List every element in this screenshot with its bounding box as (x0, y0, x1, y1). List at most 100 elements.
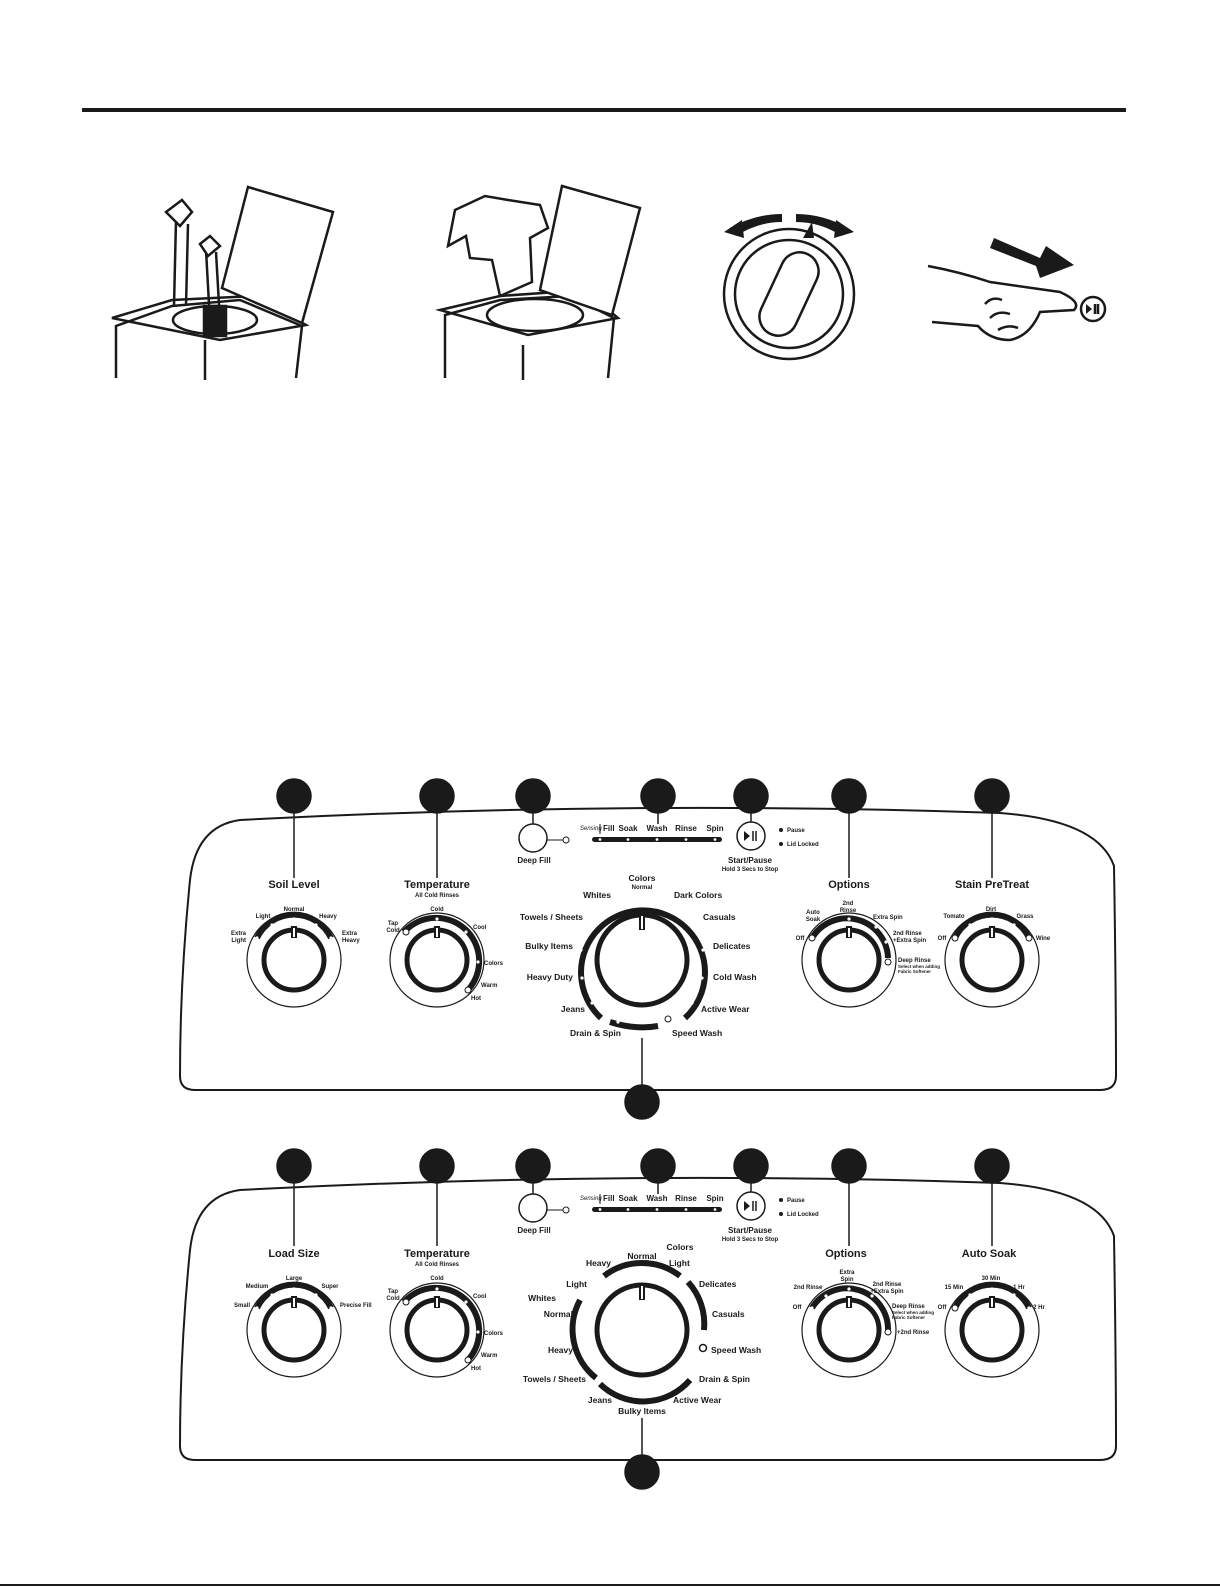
svg-text:2 Hr: 2 Hr (1033, 1305, 1045, 1311)
svg-text:Heavy: Heavy (319, 914, 337, 920)
svg-text:Heavy: Heavy (548, 1345, 573, 1355)
start-pause-button[interactable] (736, 821, 766, 851)
svg-text:Heavy Duty: Heavy Duty (527, 972, 574, 982)
deep-fill-button[interactable] (518, 823, 548, 853)
turn-cycle-knob-illustration (722, 214, 856, 361)
svg-text:Cold: Cold (430, 1276, 444, 1282)
start-pause-button[interactable] (736, 1191, 766, 1221)
pause-indicator: Pause (787, 828, 805, 834)
svg-text:Jeans: Jeans (561, 1004, 585, 1014)
header-rule (82, 108, 1126, 112)
svg-text:Drain & Spin: Drain & Spin (699, 1374, 750, 1384)
svg-text:Light: Light (256, 914, 271, 920)
svg-text:Spin: Spin (706, 1194, 723, 1203)
load-size-knob[interactable] (246, 1281, 342, 1378)
svg-text:Fabric Softener: Fabric Softener (892, 1315, 925, 1320)
svg-text:Cool: Cool (473, 1294, 487, 1300)
cycle-colors-group: Colors (667, 1242, 694, 1252)
control-panel-2: Deep Fill Sensing Fill Soak Wash Rinse S… (178, 1148, 1118, 1490)
options-knob[interactable] (801, 912, 897, 1008)
svg-text:Hot: Hot (471, 996, 481, 1002)
callout-1 (276, 778, 312, 814)
press-start-illustration (927, 238, 1107, 342)
svg-text:Colors: Colors (484, 961, 504, 967)
sensing-label: Sensing (580, 826, 602, 832)
deep-fill-label: Deep Fill (517, 856, 550, 865)
cycle-whites-group: Whites (528, 1293, 556, 1303)
deep-fill-button[interactable] (518, 1193, 548, 1223)
svg-text:Options: Options (825, 1248, 867, 1260)
status-spin: Spin (706, 824, 723, 833)
stain-pretreat-title: Stain PreTreat (955, 879, 1029, 891)
stain-pretreat-knob[interactable] (944, 911, 1040, 1008)
svg-text:1 Hr: 1 Hr (1013, 1285, 1025, 1291)
svg-text:All Cold Rinses: All Cold Rinses (415, 1262, 460, 1268)
svg-text:Speed Wash: Speed Wash (711, 1345, 761, 1355)
cycle-selector-knob[interactable] (578, 896, 708, 1031)
start-pause-sub: Hold 3 Secs to Stop (722, 867, 779, 873)
svg-text:Casuals: Casuals (712, 1309, 745, 1319)
svg-text:Hot: Hot (471, 1366, 481, 1372)
svg-text:Cold: Cold (386, 928, 400, 934)
svg-text:+Extra Spin: +Extra Spin (870, 1289, 904, 1295)
svg-text:Normal: Normal (544, 1309, 573, 1319)
svg-text:Normal: Normal (632, 885, 653, 891)
svg-text:Tap: Tap (388, 1289, 399, 1295)
svg-text:Select when adding: Select when adding (892, 1310, 934, 1315)
svg-text:Spin: Spin (841, 1277, 854, 1283)
svg-text:Lid Locked: Lid Locked (787, 1212, 819, 1218)
status-fill: Fill (603, 824, 615, 833)
svg-text:30 Min: 30 Min (982, 1276, 1001, 1282)
svg-text:Cold: Cold (430, 907, 444, 913)
svg-text:Tap: Tap (388, 921, 399, 927)
svg-text:Deep Rinse: Deep Rinse (898, 958, 931, 964)
callout-3 (515, 778, 551, 814)
callout-5 (733, 778, 769, 814)
callout-8 (624, 1084, 660, 1120)
soil-level-knob[interactable] (246, 911, 342, 1008)
auto-soak-knob[interactable] (944, 1281, 1040, 1378)
cycle-selector-knob[interactable] (569, 1260, 708, 1405)
temperature-subtitle: All Cold Rinses (415, 893, 460, 899)
callout-4 (640, 778, 676, 814)
start-pause-label: Start/Pause (728, 856, 773, 865)
svg-text:Rinse: Rinse (840, 908, 857, 914)
temperature-knob[interactable] (389, 1282, 485, 1378)
svg-text:Speed Wash: Speed Wash (672, 1028, 722, 1038)
svg-text:Sensing: Sensing (580, 1196, 602, 1202)
options-knob[interactable] (801, 1282, 897, 1378)
lid-locked-indicator: Lid Locked (787, 842, 819, 848)
temperature-knob[interactable] (389, 912, 485, 1008)
svg-text:Soak: Soak (806, 917, 821, 923)
svg-text:Normal: Normal (627, 1251, 656, 1261)
control-panel-1: Deep Fill Sensing Fill Soak Wash Rinse S… (178, 778, 1118, 1120)
svg-text:Jeans: Jeans (588, 1395, 612, 1405)
auto-soak-title: Auto Soak (962, 1248, 1017, 1260)
svg-text:Cold: Cold (386, 1296, 400, 1302)
add-clothes-illustration (435, 184, 642, 380)
svg-text:Medium: Medium (246, 1284, 269, 1290)
svg-text:2nd Rinse: 2nd Rinse (893, 931, 922, 937)
svg-text:Wash: Wash (646, 1194, 667, 1203)
svg-text:Bulky Items: Bulky Items (618, 1406, 666, 1416)
svg-text:Delicates: Delicates (713, 941, 751, 951)
svg-text:Rinse: Rinse (675, 1194, 697, 1203)
status-rinse: Rinse (675, 824, 697, 833)
svg-text:Temperature: Temperature (404, 1248, 470, 1260)
svg-text:Super: Super (321, 1284, 339, 1290)
svg-text:Bulky Items: Bulky Items (525, 941, 573, 951)
svg-text:Extra: Extra (231, 931, 247, 937)
svg-text:Warm: Warm (481, 1353, 497, 1359)
svg-text:Whites: Whites (583, 890, 611, 900)
svg-text:Off: Off (796, 936, 806, 942)
callout-markers (276, 1148, 1010, 1490)
footer-rule (0, 1584, 1220, 1586)
svg-text:Active Wear: Active Wear (701, 1004, 750, 1014)
svg-text:Dark Colors: Dark Colors (674, 890, 722, 900)
svg-text:Cold Wash: Cold Wash (713, 972, 757, 982)
svg-text:Cool: Cool (473, 925, 487, 931)
svg-text:2nd Rinse: 2nd Rinse (794, 1285, 823, 1291)
svg-text:Hold 3 Secs to Stop: Hold 3 Secs to Stop (722, 1237, 779, 1243)
svg-text:Fabric Softener: Fabric Softener (898, 969, 931, 974)
